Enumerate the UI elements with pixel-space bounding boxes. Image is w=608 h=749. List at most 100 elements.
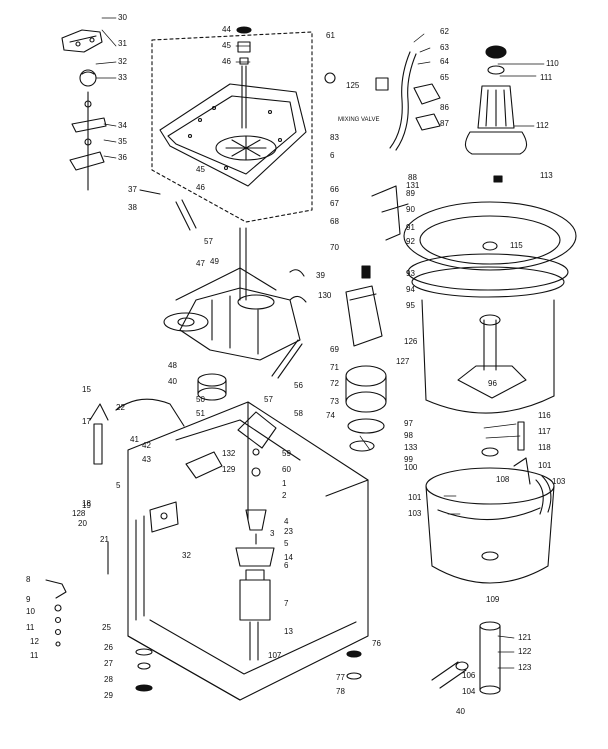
hose-62 (389, 51, 417, 151)
callout-131: 131 (406, 181, 420, 190)
motor-mount-59 (237, 411, 277, 477)
callout-91: 91 (406, 223, 415, 232)
callout-6b: 6 (330, 151, 335, 160)
callout-77: 77 (336, 673, 345, 682)
switch-129 (185, 451, 223, 479)
callout-66: 66 (330, 185, 339, 194)
callout-69: 69 (330, 345, 339, 354)
agitator-112 (464, 45, 528, 155)
callout-29: 29 (104, 691, 113, 700)
callout-83b: 83 (330, 133, 339, 142)
callout-89: 89 (406, 189, 415, 198)
callout-99: 99 (404, 455, 413, 464)
valve-17 (89, 403, 109, 465)
callout-121: 121 (518, 633, 532, 642)
feet-left (135, 648, 153, 692)
callout-68: 68 (330, 217, 339, 226)
callout-117: 117 (538, 427, 551, 436)
mixing-valve-note: MIXING VALVE (338, 117, 380, 123)
callout-59: 59 (282, 449, 291, 458)
callout-19: 19 (82, 501, 91, 510)
callout-130: 130 (318, 291, 332, 300)
callout-76: 76 (372, 639, 381, 648)
callout-93: 93 (406, 269, 415, 278)
callout-43: 43 (142, 455, 151, 464)
callout-8: 8 (26, 575, 31, 584)
callout-12: 12 (30, 637, 39, 646)
callout-101: 101 (538, 461, 552, 470)
callout-128: 128 (72, 509, 86, 518)
bracket-30-31 (61, 29, 103, 53)
callout-7: 7 (284, 599, 289, 608)
callout-23: 23 (284, 527, 293, 536)
callout-127: 127 (396, 357, 410, 366)
callout-17: 17 (82, 417, 91, 426)
tub-ring-115 (403, 201, 577, 298)
callout-96: 96 (488, 379, 497, 388)
callout-35: 35 (118, 137, 127, 146)
callout-38: 38 (128, 203, 137, 212)
knob-33 (79, 69, 97, 87)
callout-86: 86 (440, 103, 449, 112)
callout-62: 62 (440, 27, 449, 36)
pipe-107 (249, 621, 259, 661)
callout-36: 36 (118, 153, 127, 162)
small-parts-8-12 (45, 579, 67, 647)
spring-93 (361, 265, 371, 279)
callout-107: 107 (268, 651, 282, 660)
callout-40: 40 (168, 377, 177, 386)
callout-100: 100 (404, 463, 418, 472)
callout-41: 41 (130, 435, 139, 444)
callout-46b: 46 (196, 183, 205, 192)
clip-39 (289, 269, 305, 277)
callout-110: 110 (546, 59, 559, 68)
callout-49: 49 (210, 257, 219, 266)
callout-5b: 5 (284, 539, 289, 548)
callout-45b: 45 (196, 165, 205, 174)
callout-3: 3 (270, 529, 275, 538)
callout-37: 37 (128, 185, 137, 194)
callout-20: 20 (78, 519, 87, 528)
callout-87: 87 (440, 119, 449, 128)
hose-38 (175, 199, 197, 231)
callout-18: 18 (82, 499, 91, 508)
callout-57a: 57 (204, 237, 213, 246)
callout-46: 46 (222, 57, 231, 66)
basket-96 (421, 299, 555, 414)
callout-104: 104 (462, 687, 476, 696)
callout-78: 78 (336, 687, 345, 696)
callout-6: 6 (284, 561, 289, 570)
callout-9: 9 (26, 595, 31, 604)
callout-4: 4 (284, 517, 289, 526)
callout-42: 42 (142, 441, 151, 450)
callout-90: 90 (406, 205, 415, 214)
callout-15: 15 (82, 385, 91, 394)
callout-116: 116 (538, 411, 551, 420)
callout-63: 63 (440, 43, 449, 52)
callout-14: 14 (284, 553, 293, 562)
motor-69 (345, 285, 383, 347)
callout-88: 88 (408, 173, 417, 182)
callout-27: 27 (104, 659, 113, 668)
tub-100 (425, 467, 555, 584)
callout-118: 118 (538, 443, 551, 452)
callout-60: 60 (282, 465, 291, 474)
wire-harness-22 (115, 398, 185, 427)
callout-30: 30 (118, 13, 127, 22)
drain-pipe-123 (479, 621, 501, 695)
callout-13: 13 (284, 627, 293, 636)
callout-64: 64 (440, 57, 449, 66)
callout-21: 21 (100, 535, 109, 544)
callout-61: 61 (326, 31, 335, 40)
callout-51: 51 (196, 409, 205, 418)
callout-2: 2 (282, 491, 287, 500)
motor-72 (345, 365, 387, 413)
callout-133: 133 (404, 443, 418, 452)
callout-101b: 101 (408, 493, 422, 502)
callout-95: 95 (406, 301, 415, 310)
callout-56: 56 (294, 381, 303, 390)
lever-34-36 (69, 91, 107, 191)
callout-67: 67 (330, 199, 339, 208)
feet-right (346, 650, 362, 680)
callout-11b: 11 (30, 651, 39, 660)
